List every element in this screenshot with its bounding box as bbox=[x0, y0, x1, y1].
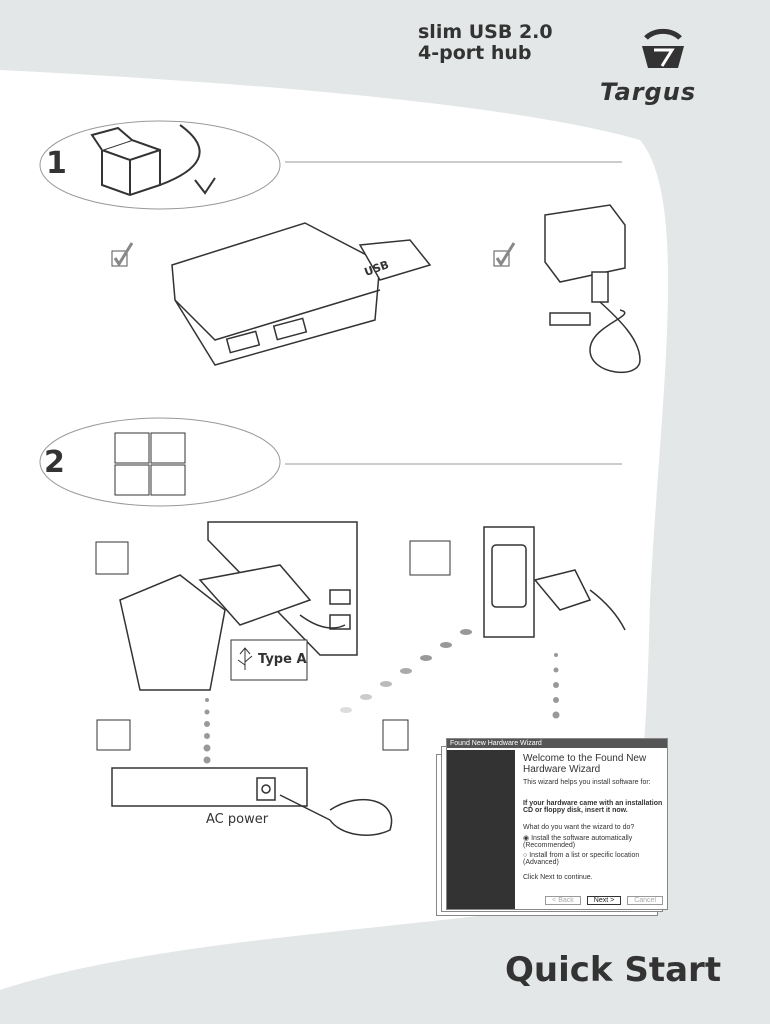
computer-port-illustration bbox=[119, 521, 358, 691]
step-number-2: 2 bbox=[44, 445, 65, 480]
found-new-hardware-wizard: Found New Hardware Wizard Welcome to the… bbox=[446, 738, 668, 910]
brand-logo-text: Targus bbox=[600, 78, 697, 106]
wizard-cd-note: If your hardware came with an installati… bbox=[523, 800, 663, 814]
checkbox-icon bbox=[493, 242, 516, 267]
product-title-line2: 4-port hub bbox=[418, 42, 532, 64]
product-title-line1: slim USB 2.0 bbox=[418, 21, 553, 43]
option-label: Install from a list or specific location… bbox=[523, 852, 640, 866]
wizard-intro: This wizard helps you install software f… bbox=[523, 779, 651, 786]
step-number-1: 1 bbox=[46, 146, 67, 181]
usb-puzzle-icon bbox=[95, 541, 129, 575]
power-adapter-illustration bbox=[544, 204, 641, 374]
connection-puzzle-icon bbox=[114, 432, 186, 496]
usb-symbol-icon bbox=[230, 639, 308, 681]
wizard-title-bar: Found New Hardware Wizard bbox=[447, 739, 667, 748]
cancel-button[interactable]: Cancel bbox=[627, 896, 663, 905]
wizard-continue: Click Next to continue. bbox=[523, 874, 593, 881]
product-title: slim USB 2.0 4-port hub bbox=[418, 22, 553, 64]
ac-power-label: AC power bbox=[206, 812, 269, 827]
back-button[interactable]: < Back bbox=[545, 896, 581, 905]
wizard-question: What do you want the wizard to do? bbox=[523, 824, 635, 831]
dotted-connector bbox=[203, 629, 560, 764]
step1-oval bbox=[39, 120, 281, 210]
next-button[interactable]: Next > bbox=[586, 896, 622, 905]
targus-logo-icon bbox=[642, 28, 684, 68]
usb-hub-illustration bbox=[171, 222, 432, 366]
checkbox-icon bbox=[111, 242, 134, 267]
hub-side-illustration bbox=[111, 767, 393, 836]
wizard-heading: Welcome to the Found New Hardware Wizard bbox=[523, 753, 647, 775]
step2-oval bbox=[39, 417, 281, 507]
open-box-icon bbox=[90, 124, 216, 197]
wizard-side-graphic bbox=[447, 750, 515, 909]
quick-start-title: Quick Start bbox=[505, 950, 722, 990]
ac-puzzle-icon bbox=[96, 719, 131, 751]
wall-outlet-illustration bbox=[483, 526, 626, 638]
wizard-option-manual[interactable]: ○ Install from a list or specific locati… bbox=[523, 852, 640, 866]
option-label: Install the software automatically (Reco… bbox=[523, 835, 633, 849]
type-a-label: Type A bbox=[258, 652, 307, 667]
driver-puzzle-icon bbox=[382, 719, 409, 751]
power-puzzle-icon bbox=[409, 540, 451, 576]
wizard-option-auto[interactable]: ◉ Install the software automatically (Re… bbox=[523, 835, 633, 849]
